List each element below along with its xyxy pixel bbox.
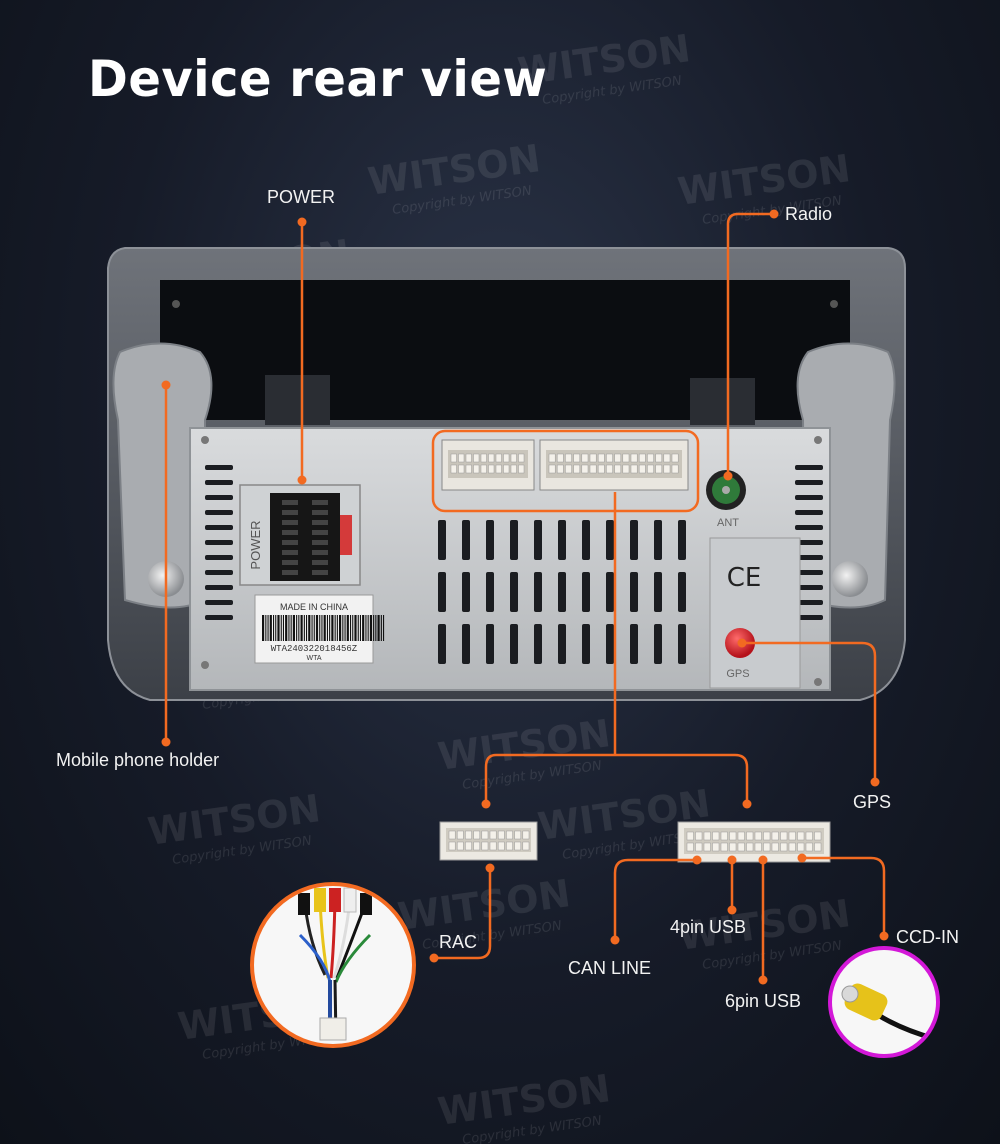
vent-slots-right — [795, 465, 823, 620]
multi-connector — [677, 821, 831, 863]
antenna-port: ANT — [706, 470, 746, 529]
ce-mark: CE — [727, 563, 762, 593]
power-port-label: POWER — [248, 520, 263, 569]
rac-cable-image — [250, 882, 416, 1048]
ccd-in-label: CCD-IN — [896, 927, 959, 947]
main-connectors — [441, 439, 689, 491]
rac-label: RAC — [439, 932, 478, 952]
power-port: POWER — [239, 484, 361, 586]
can-line-label: CAN LINE — [568, 958, 652, 978]
rac-connector — [439, 821, 538, 861]
callout-lines — [164, 212, 886, 980]
serial-suffix: WTA — [306, 655, 321, 662]
vent-slots-left — [205, 465, 233, 620]
device-body: POWER MADE IN CHINA WTA240322018456Z WTA… — [107, 247, 906, 701]
callout-dots — [161, 209, 889, 985]
connector-highlight-box — [431, 429, 700, 513]
serial-sticker: MADE IN CHINA WTA240322018456Z WTA — [254, 594, 385, 664]
vent-slots-center — [438, 520, 686, 664]
radio-label: Radio — [785, 204, 833, 224]
serial-number: WTA240322018456Z — [271, 644, 358, 654]
ccd-cable-image — [828, 946, 940, 1058]
page-title: Device rear view — [88, 50, 548, 108]
usb-4pin-label: 4pin USB — [670, 917, 747, 937]
ant-label: ANT — [717, 517, 739, 529]
power-label: POWER — [267, 187, 336, 207]
usb-6pin-label: 6pin USB — [725, 991, 802, 1011]
mobile-phone-holder-label: Mobile phone holder — [56, 750, 220, 770]
made-in-text: MADE IN CHINA — [280, 602, 348, 612]
gps-label: GPS — [853, 792, 892, 812]
gps-port-label: GPS — [726, 668, 749, 680]
